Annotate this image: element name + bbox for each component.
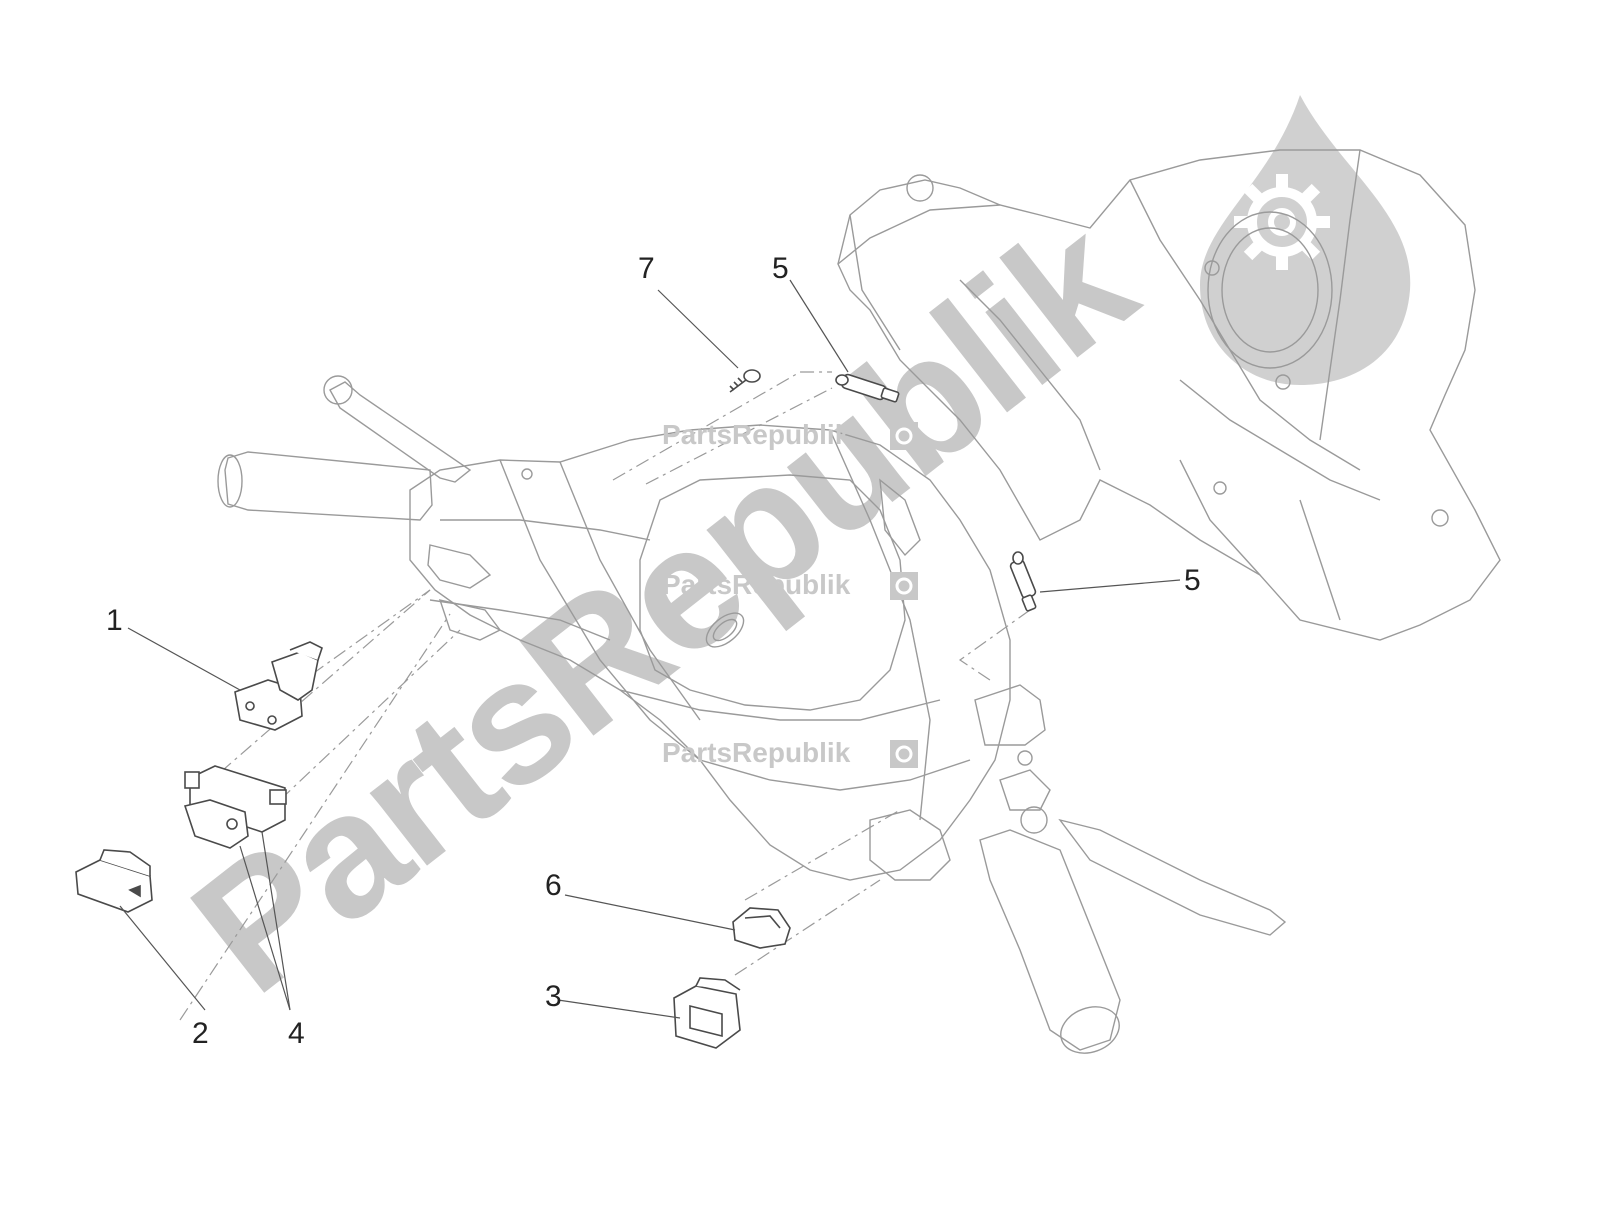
watermark-small-text: PartsRepublik <box>662 419 851 450</box>
watermark-small-1: PartsRepublik <box>662 419 918 450</box>
callout-label-5-upper: 5 <box>772 252 789 285</box>
part-5-bulb-lower <box>1009 551 1037 612</box>
part-7-screw <box>729 369 761 393</box>
gear-icon <box>890 422 918 450</box>
callout-label-1: 1 <box>106 604 123 637</box>
part-2-horn-button <box>75 849 153 913</box>
callout-label-5-lower: 5 <box>1184 564 1201 597</box>
callout-label-3: 3 <box>545 980 562 1013</box>
callout-label-6: 6 <box>545 869 562 902</box>
callout-labels: 1 2 3 4 5 5 6 7 <box>106 252 1201 1050</box>
part-5-bulb-upper <box>835 373 900 403</box>
callout-label-2: 2 <box>192 1017 209 1050</box>
callout-label-7: 7 <box>638 252 655 285</box>
watermark-large: PartsRepublik <box>158 181 1168 1030</box>
part-1-switch-housing <box>234 641 323 731</box>
part-6-cap <box>732 907 791 949</box>
part-4-switch-block <box>183 765 287 849</box>
watermark-logo <box>1200 95 1411 385</box>
watermark-small-3: PartsRepublik <box>662 737 918 768</box>
handlebar-assembly <box>217 375 1287 1054</box>
watermark-small-2: PartsRepublik <box>662 569 918 600</box>
handlebar-cover-part <box>837 149 1501 641</box>
watermark-small-text: PartsRepublik <box>662 737 851 768</box>
callout-label-4: 4 <box>288 1017 305 1050</box>
gear-icon <box>1234 174 1330 270</box>
gear-icon <box>890 740 918 768</box>
watermark-large-text: PartsRepublik <box>158 181 1168 1030</box>
part-3-switch <box>673 977 741 1049</box>
gear-icon <box>890 572 918 600</box>
callout-leaders <box>119 279 1181 1019</box>
watermark-small-text: PartsRepublik <box>662 569 851 600</box>
